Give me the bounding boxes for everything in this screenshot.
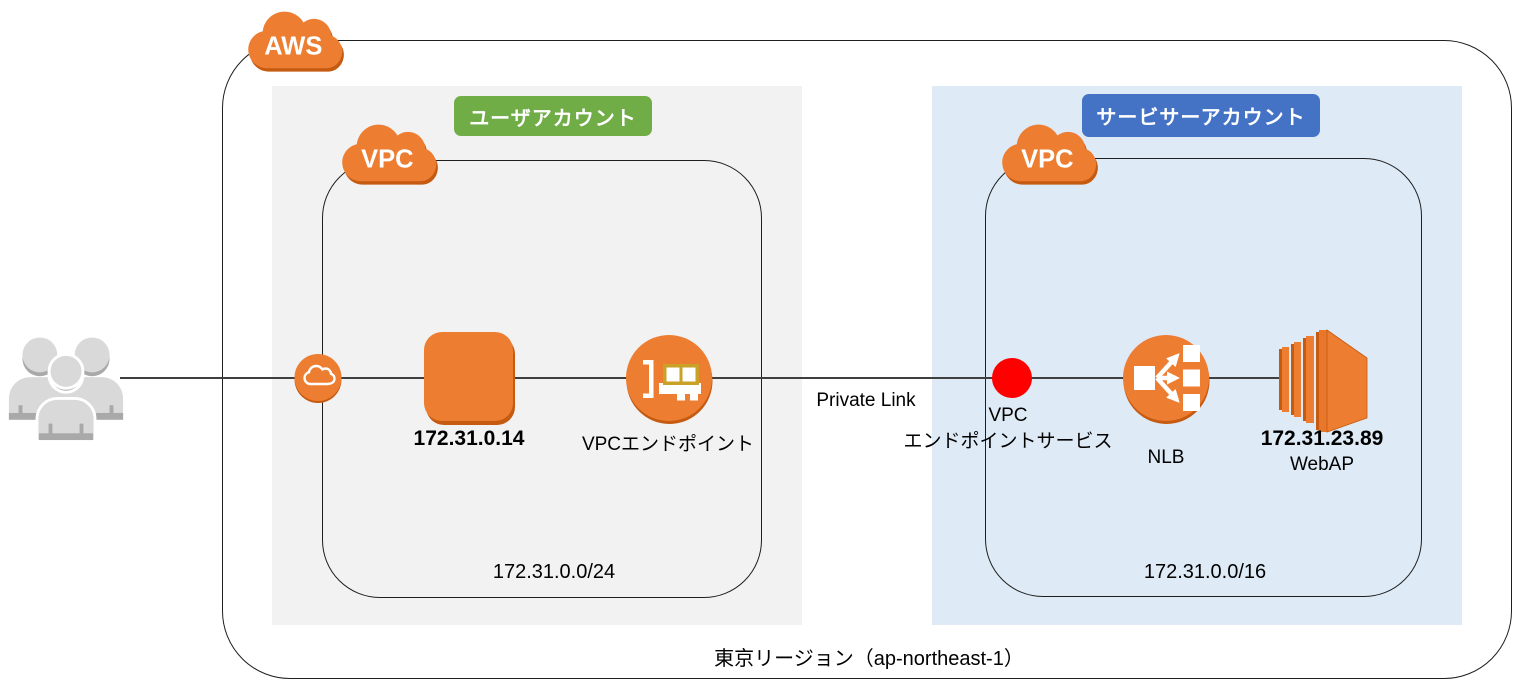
servicer-vpc-cidr: 172.31.0.0/16 [1143,561,1267,583]
user-account-label: ユーザアカウント [454,96,652,136]
vpc-endpoint-label: VPCエンドポイント [581,434,755,455]
region-label: 東京リージョン（ap-northeast-1） [714,648,1024,670]
user-vpc-cloud-label: VPC [361,146,413,174]
internet-gateway-icon [294,354,342,403]
nlb-icon [1123,335,1210,424]
endpoint-service-dot-icon [992,358,1032,398]
endpoint-service-label-line1: VPC [988,405,1028,426]
user-vpc-cidr: 172.31.0.0/24 [492,561,616,583]
ec2-instance-ip: 172.31.0.14 [413,427,525,450]
servicer-account-label: サービサーアカウント [1082,94,1320,137]
endpoint-service-label: VPC エンドポイントサービス [903,403,1112,455]
ec2-instance-icon [424,332,513,421]
webap-instances-icon [1279,329,1368,433]
private-link-label: Private Link [816,390,916,411]
webap-ip: 172.31.23.89 [1260,427,1384,450]
vpc-endpoint-icon [626,335,713,424]
user-vpc-cloud-icon: VPC [342,124,438,185]
endpoint-service-label-line2: エンドポイントサービス [903,431,1113,453]
users-icon [8,337,124,442]
aws-cloud-icon: AWS [248,11,344,72]
aws-region-boundary [222,40,1512,679]
webap-label: WebAP [1289,454,1355,475]
servicer-vpc-cloud-label: VPC [1021,146,1073,174]
servicer-vpc-cloud-icon: VPC [1002,124,1098,185]
nlb-label: NLB [1147,447,1185,468]
aws-cloud-label: AWS [264,33,322,61]
